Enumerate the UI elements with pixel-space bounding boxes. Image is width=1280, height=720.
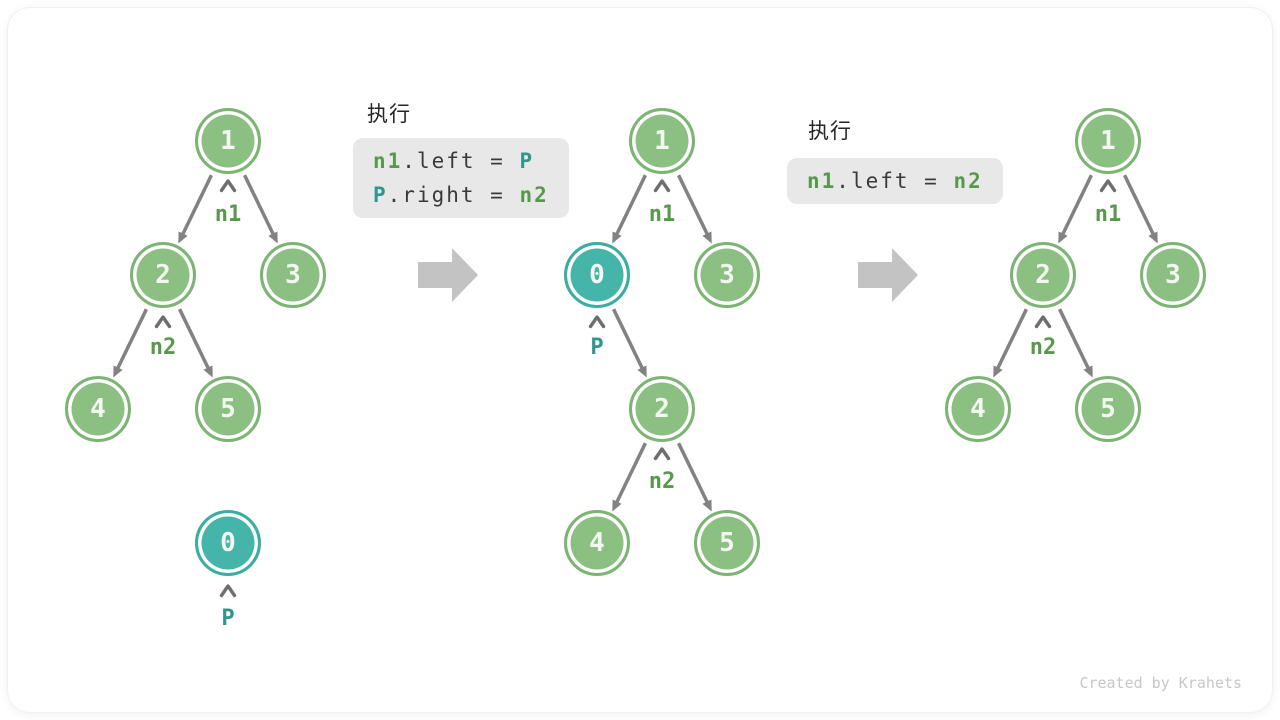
tree-node: 3 (260, 242, 326, 308)
tree-node: 2 (1010, 242, 1076, 308)
tree-edge-arrow (178, 174, 213, 244)
tree-node: 1 (195, 108, 261, 174)
tree-edge-arrow (993, 308, 1028, 378)
tree-edge-arrow (243, 174, 278, 244)
code-token: P (373, 183, 388, 207)
tree-node-highlighted: 0 (564, 242, 630, 308)
pointer-caret-icon (219, 179, 237, 193)
tree-edge-arrow (612, 174, 647, 244)
tree-node: 1 (629, 108, 695, 174)
tree-node-highlighted: 0 (195, 510, 261, 576)
code-line: P.right = n2 (373, 178, 549, 212)
pointer-label: n2 (648, 469, 676, 494)
tree-edge-arrow (677, 442, 712, 512)
pointer-label: P (221, 606, 235, 631)
code-token: .right = (387, 183, 520, 207)
pointer-caret-icon (653, 447, 671, 461)
code-block-title: 执行 (367, 103, 411, 126)
tree-edge-arrow (612, 442, 647, 512)
tree-node: 1 (1075, 108, 1141, 174)
tree-edge-arrow (677, 174, 712, 244)
tree-edge-arrow (1058, 174, 1093, 244)
pointer-label: n2 (149, 335, 177, 360)
pointer-label: n1 (214, 202, 242, 227)
tree-node: 4 (65, 376, 131, 442)
pointer-caret-icon (1034, 315, 1052, 329)
tree-node: 2 (629, 376, 695, 442)
tree-edge-arrow (1058, 308, 1093, 378)
transition-arrow-icon (418, 248, 478, 302)
code-token: .left = (836, 169, 954, 193)
code-line: n1.left = P (373, 144, 549, 178)
code-block-title: 执行 (808, 120, 852, 143)
code-block: n1.left = P P.right = n2 (353, 138, 569, 218)
code-token: n2 (953, 169, 983, 193)
credit-text: Created by Krahets (1079, 674, 1242, 692)
code-token: n1 (807, 169, 837, 193)
pointer-caret-icon (588, 315, 606, 329)
transition-arrow-icon (858, 248, 918, 302)
tree-node: 5 (1075, 376, 1141, 442)
code-token: n1 (373, 149, 403, 173)
tree-node: 5 (195, 376, 261, 442)
code-token: n2 (519, 183, 549, 207)
code-block: n1.left = n2 (787, 158, 1003, 204)
tree-edge-arrow (113, 308, 148, 378)
pointer-caret-icon (154, 315, 172, 329)
tree-node: 3 (694, 242, 760, 308)
pointer-caret-icon (219, 584, 237, 598)
code-token: .left = (402, 149, 520, 173)
pointer-label: n1 (648, 202, 676, 227)
tree-node: 5 (694, 510, 760, 576)
code-token: P (519, 149, 535, 173)
pointer-label: n2 (1029, 335, 1057, 360)
pointer-caret-icon (1099, 179, 1117, 193)
tree-edge-arrow (612, 308, 647, 378)
pointer-caret-icon (653, 179, 671, 193)
pointer-label: n1 (1094, 202, 1122, 227)
pointer-label: P (590, 335, 604, 360)
tree-edge-arrow (1123, 174, 1158, 244)
code-line: n1.left = n2 (807, 164, 983, 198)
tree-node: 2 (130, 242, 196, 308)
tree-node: 4 (564, 510, 630, 576)
tree-node: 3 (1140, 242, 1206, 308)
tree-node: 4 (945, 376, 1011, 442)
tree-edge-arrow (178, 308, 213, 378)
